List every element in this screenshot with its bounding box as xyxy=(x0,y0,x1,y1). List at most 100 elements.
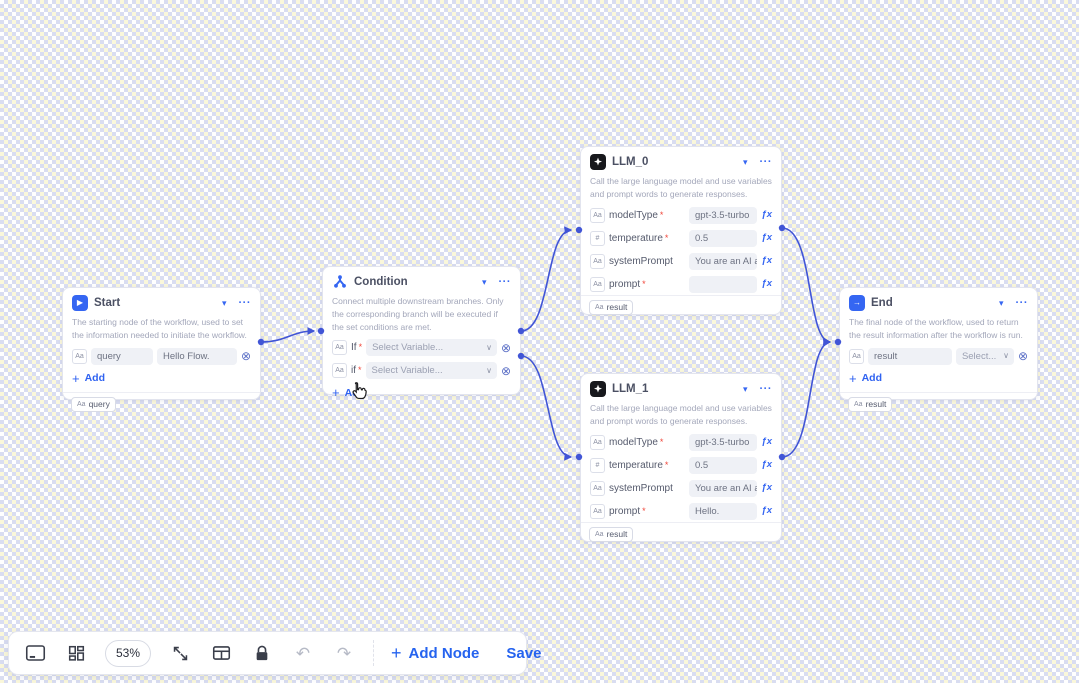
node-menu-icon[interactable]: ··· xyxy=(759,155,772,168)
field-name-input[interactable]: result xyxy=(868,347,952,365)
redo-icon[interactable]: ↷ xyxy=(336,643,352,663)
node-menu-icon[interactable]: ··· xyxy=(498,275,511,288)
field-label: modelType* xyxy=(609,436,664,448)
output-type-icon: Aa xyxy=(595,303,604,311)
node-llm-1[interactable]: LLM_1 ▾ ··· Call the large language mode… xyxy=(580,373,782,542)
output-tag: Aa result xyxy=(848,396,893,412)
llm-icon xyxy=(590,381,606,397)
node-llm-0[interactable]: LLM_0 ▾ ··· Call the large language mode… xyxy=(580,146,782,315)
condition-row: Aa if* Select Variable... ∨ ⊗ xyxy=(332,362,511,380)
node-title: LLM_1 xyxy=(612,383,649,395)
layout-dashboard-icon[interactable] xyxy=(64,641,88,665)
edge-llm1-end[interactable] xyxy=(781,338,832,458)
fx-expression-icon[interactable]: ƒx xyxy=(761,482,772,494)
branch-icon xyxy=(332,274,348,290)
field-label: systemPrompt xyxy=(609,255,673,267)
remove-field-icon[interactable]: ⊗ xyxy=(240,349,251,363)
canvas-toolbar: 53% ↶ ↷ + Add Node Save xyxy=(8,631,541,675)
edge-condition-llm0[interactable] xyxy=(520,226,573,332)
node-description: Connect multiple downstream branches. On… xyxy=(332,296,504,332)
node-end[interactable]: → End ▾ ··· The final node of the workfl… xyxy=(839,287,1038,412)
output-label: result xyxy=(606,529,628,539)
plus-icon: + xyxy=(332,385,340,401)
edge-llm0-end[interactable] xyxy=(781,227,832,346)
node-menu-icon[interactable]: ··· xyxy=(1015,296,1028,309)
variable-select[interactable]: Select Variable... ∨ xyxy=(366,339,497,357)
field-row: Aa modelType* gpt-3.5-turbo ƒx xyxy=(590,433,772,451)
node-outputs: Aa result xyxy=(840,391,1037,418)
add-node-button[interactable]: + Add Node xyxy=(391,644,479,662)
fx-expression-icon[interactable]: ƒx xyxy=(761,459,772,471)
required-marker: * xyxy=(642,278,646,289)
field-row: Aa prompt* Hello. ƒx xyxy=(590,502,772,520)
field-value-input[interactable]: gpt-3.5-turbo xyxy=(689,206,758,224)
collapse-caret-icon[interactable]: ▾ xyxy=(481,276,487,287)
field-row: Aa modelType* gpt-3.5-turbo ƒx xyxy=(590,206,772,224)
plus-icon: + xyxy=(72,370,80,386)
add-field-label: Add xyxy=(84,372,106,384)
field-row: # temperature* 0.5 ƒx xyxy=(590,456,772,474)
undo-icon[interactable]: ↶ xyxy=(295,643,311,663)
node-start[interactable]: ▶ Start ▾ ··· The starting node of the w… xyxy=(62,287,261,412)
condition-label: If* xyxy=(351,342,363,354)
table-view-icon[interactable] xyxy=(209,641,233,665)
fx-expression-icon[interactable]: ƒx xyxy=(761,436,772,448)
plus-icon: + xyxy=(849,370,857,386)
node-description: The starting node of the workflow, used … xyxy=(72,317,247,340)
remove-condition-icon[interactable]: ⊗ xyxy=(500,340,511,355)
llm-icon xyxy=(590,154,606,170)
type-chip-icon: Aa xyxy=(590,480,605,496)
variable-select[interactable]: Select Variable... ∨ xyxy=(365,362,497,380)
add-field-button[interactable]: + Add xyxy=(63,367,260,392)
field-row: Aa prompt* ƒx xyxy=(590,275,772,293)
minimap-toggle-icon[interactable] xyxy=(23,641,47,665)
node-title: End xyxy=(871,297,893,309)
field-value-input[interactable]: 0.5 xyxy=(689,456,758,474)
condition-label: if* xyxy=(351,365,362,377)
field-value-input[interactable] xyxy=(689,275,758,293)
node-menu-icon[interactable]: ··· xyxy=(238,296,251,309)
field-label: systemPrompt xyxy=(609,482,673,494)
add-field-button[interactable]: + Add xyxy=(840,367,1037,392)
start-icon: ▶ xyxy=(72,295,88,311)
zoom-level-input[interactable]: 53% xyxy=(105,639,152,667)
lock-icon[interactable] xyxy=(250,641,274,665)
edge-condition-llm1[interactable] xyxy=(520,355,573,461)
fit-view-icon[interactable] xyxy=(168,641,192,665)
edge-start-condition[interactable] xyxy=(260,327,316,343)
output-type-icon: Aa xyxy=(595,530,604,538)
node-condition[interactable]: Condition ▾ ··· Connect multiple downstr… xyxy=(322,266,521,399)
remove-condition-icon[interactable]: ⊗ xyxy=(500,363,511,378)
output-tag: Aa query xyxy=(71,396,116,412)
node-outputs: Aa result xyxy=(581,294,781,321)
node-condition-header: Condition ▾ ··· xyxy=(323,267,520,293)
add-node-label: Add Node xyxy=(408,644,480,662)
remove-field-icon[interactable]: ⊗ xyxy=(1017,349,1028,363)
collapse-caret-icon[interactable]: ▾ xyxy=(742,383,748,394)
fx-expression-icon[interactable]: ƒx xyxy=(761,505,772,517)
fx-expression-icon[interactable]: ƒx xyxy=(761,209,772,221)
field-value-input[interactable]: You are an AI assistant. xyxy=(689,252,758,270)
field-value-input[interactable]: gpt-3.5-turbo xyxy=(689,433,758,451)
fx-expression-icon[interactable]: ƒx xyxy=(761,255,772,267)
field-label: modelType* xyxy=(609,209,664,221)
field-value-input[interactable]: Hello Flow. xyxy=(157,347,237,365)
collapse-caret-icon[interactable]: ▾ xyxy=(221,297,227,308)
node-menu-icon[interactable]: ··· xyxy=(759,382,772,395)
field-value-input[interactable]: 0.5 xyxy=(689,229,758,247)
chevron-down-icon: ∨ xyxy=(486,365,492,375)
node-title: Start xyxy=(94,297,121,309)
output-label: result xyxy=(606,302,628,312)
node-title: Condition xyxy=(354,276,408,288)
variable-select[interactable]: Select... ∨ xyxy=(955,347,1014,365)
fx-expression-icon[interactable]: ƒx xyxy=(761,232,772,244)
node-title: LLM_0 xyxy=(612,156,649,168)
field-value-input[interactable]: Hello. xyxy=(689,502,758,520)
fx-expression-icon[interactable]: ƒx xyxy=(761,278,772,290)
field-name-input[interactable]: query xyxy=(91,347,153,365)
save-button[interactable]: Save xyxy=(506,644,542,662)
collapse-caret-icon[interactable]: ▾ xyxy=(742,156,748,167)
collapse-caret-icon[interactable]: ▾ xyxy=(998,297,1004,308)
field-value-input[interactable]: You are an AI assistant. xyxy=(689,479,758,497)
